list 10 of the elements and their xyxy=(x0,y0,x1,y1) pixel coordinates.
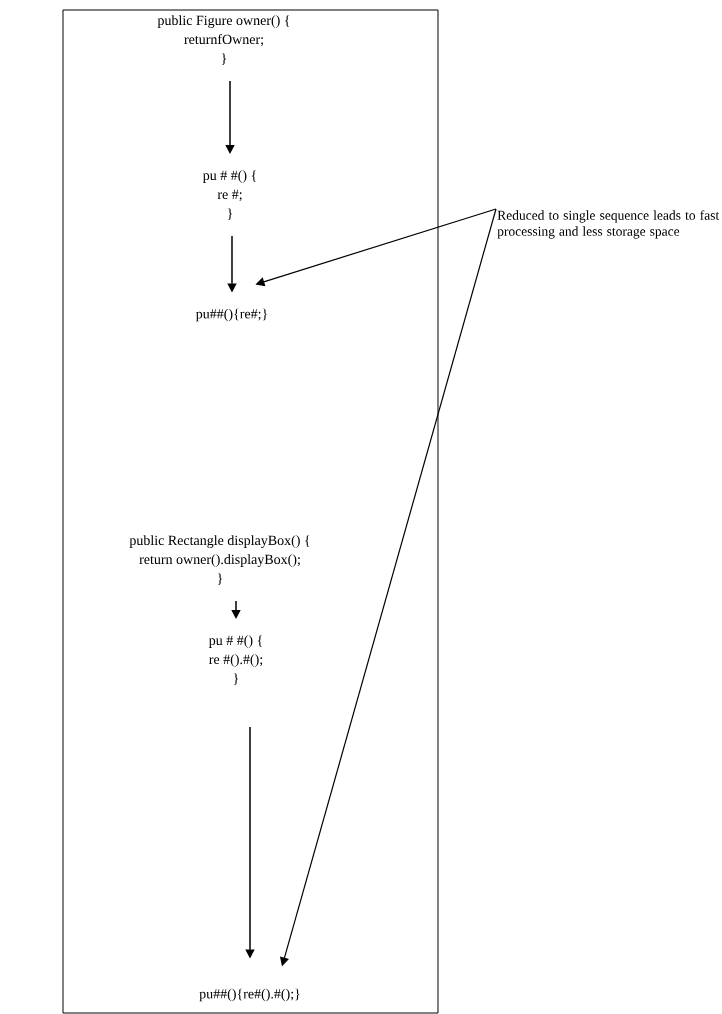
arrow xyxy=(231,600,241,619)
code-text: pu # #() { re #().#(); } xyxy=(208,635,263,685)
code-text: pu##(){re#;} xyxy=(195,308,267,322)
code-text: public Rectangle displayBox() { return owner().displayBox(); } xyxy=(129,535,310,585)
frame-box xyxy=(62,9,439,1014)
note-text: Reduced to single sequence leads to fast processing and less storage space xyxy=(497,210,720,239)
arrow xyxy=(225,80,235,154)
code-text: public Figure owner() { returnfOwner; } xyxy=(157,15,290,65)
code-text: pu##(){re#().#();} xyxy=(199,988,300,1002)
code-text: pu # #() { re #; } xyxy=(202,170,256,220)
